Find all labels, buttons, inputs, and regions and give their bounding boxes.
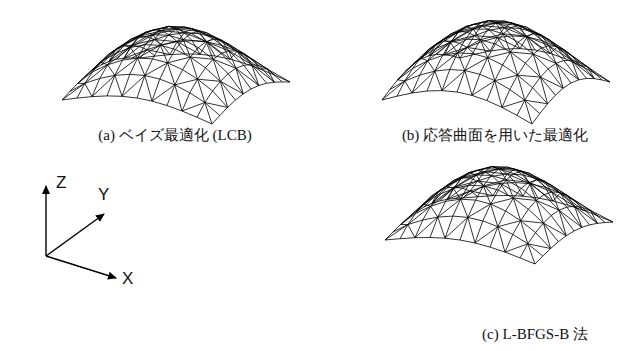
- shell-mesh: [382, 21, 610, 124]
- mesh-lines: [382, 21, 610, 124]
- mesh-lines: [385, 167, 613, 264]
- z-axis: [45, 186, 46, 256]
- axis-triad: [46, 186, 116, 278]
- y-axis: [46, 214, 104, 256]
- shell-mesh: [385, 167, 613, 264]
- mesh-lines: [62, 26, 290, 124]
- axis-label: Y: [98, 186, 109, 204]
- shell-mesh: [62, 26, 290, 124]
- figure-caption: (c) L-BFGS-B 法: [482, 325, 588, 343]
- figure-caption: (a) ベイズ最適化 (LCB): [98, 126, 251, 144]
- figure-caption: (b) 応答曲面を用いた最適化: [402, 126, 588, 144]
- axis-label: Z: [56, 174, 66, 192]
- axis-label: X: [122, 270, 133, 288]
- x-axis: [46, 256, 116, 278]
